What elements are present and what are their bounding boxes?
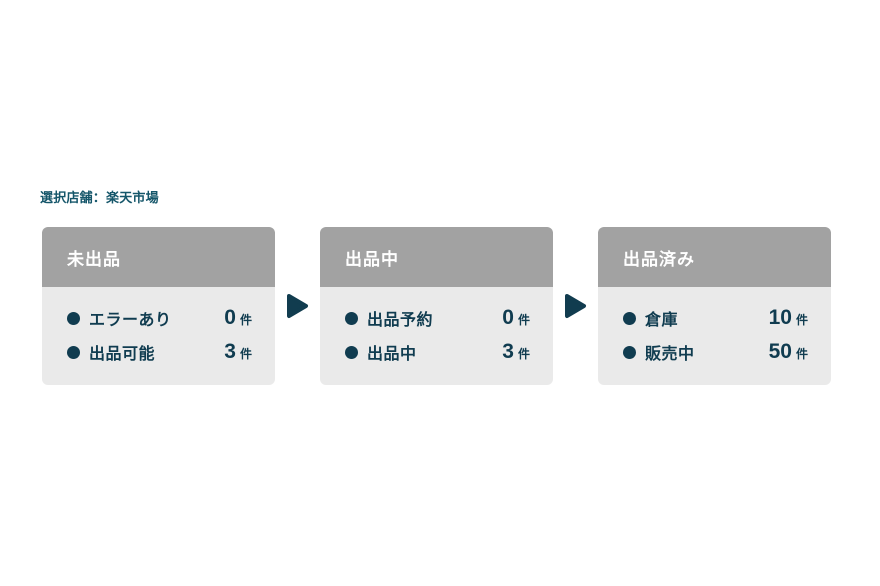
card-listed-header: 出品済み xyxy=(598,227,831,287)
status-label: 出品可能 xyxy=(89,346,156,363)
status-count: 3 xyxy=(502,340,514,363)
card-title: 出品中 xyxy=(345,249,399,269)
status-row: 出品予約 0 件 xyxy=(345,301,530,335)
selected-store-label: 選択店舗：楽天市場 xyxy=(40,190,159,205)
status-row: エラーあり 0 件 xyxy=(67,301,252,335)
status-row: 出品中 3 件 xyxy=(345,335,530,369)
card-listing-body: 出品予約 0 件 出品中 3 件 xyxy=(320,287,553,385)
bullet-icon xyxy=(345,311,358,325)
status-count: 50 xyxy=(768,340,792,363)
status-label: エラーあり xyxy=(89,312,172,329)
status-row: 倉庫 10 件 xyxy=(623,301,808,335)
status-label: 倉庫 xyxy=(645,312,679,329)
status-count: 10 xyxy=(768,306,792,329)
status-unit: 件 xyxy=(239,347,252,361)
card-title: 出品済み xyxy=(623,249,695,269)
status-row: 出品可能 3 件 xyxy=(67,335,252,369)
bullet-icon xyxy=(345,345,358,359)
status-unit: 件 xyxy=(517,347,530,361)
card-listed: 出品済み 倉庫 10 件 販売中 xyxy=(598,227,831,385)
card-listing-header: 出品中 xyxy=(320,227,553,287)
status-unit: 件 xyxy=(239,313,252,327)
bullet-icon xyxy=(67,345,80,359)
arrow-right-icon xyxy=(275,292,320,320)
status-unit: 件 xyxy=(795,313,808,327)
bullet-icon xyxy=(623,345,636,359)
status-count: 0 xyxy=(224,306,236,329)
status-unit: 件 xyxy=(795,347,808,361)
card-unlisted-body: エラーあり 0 件 出品可能 3 件 xyxy=(42,287,275,385)
card-title: 未出品 xyxy=(67,249,121,269)
card-unlisted-header: 未出品 xyxy=(42,227,275,287)
card-unlisted: 未出品 エラーあり 0 件 出品可能 xyxy=(42,227,275,385)
status-unit: 件 xyxy=(517,313,530,327)
bullet-icon xyxy=(67,311,80,325)
status-count: 3 xyxy=(224,340,236,363)
card-listed-body: 倉庫 10 件 販売中 50 件 xyxy=(598,287,831,385)
status-row: 販売中 50 件 xyxy=(623,335,808,369)
status-label: 出品中 xyxy=(367,346,417,363)
listing-status-flow: 未出品 エラーあり 0 件 出品可能 xyxy=(42,227,831,385)
status-label: 販売中 xyxy=(645,346,695,363)
arrow-right-icon xyxy=(553,292,598,320)
bullet-icon xyxy=(623,311,636,325)
status-label: 出品予約 xyxy=(367,312,434,329)
status-count: 0 xyxy=(502,306,514,329)
card-listing: 出品中 出品予約 0 件 出品中 xyxy=(320,227,553,385)
